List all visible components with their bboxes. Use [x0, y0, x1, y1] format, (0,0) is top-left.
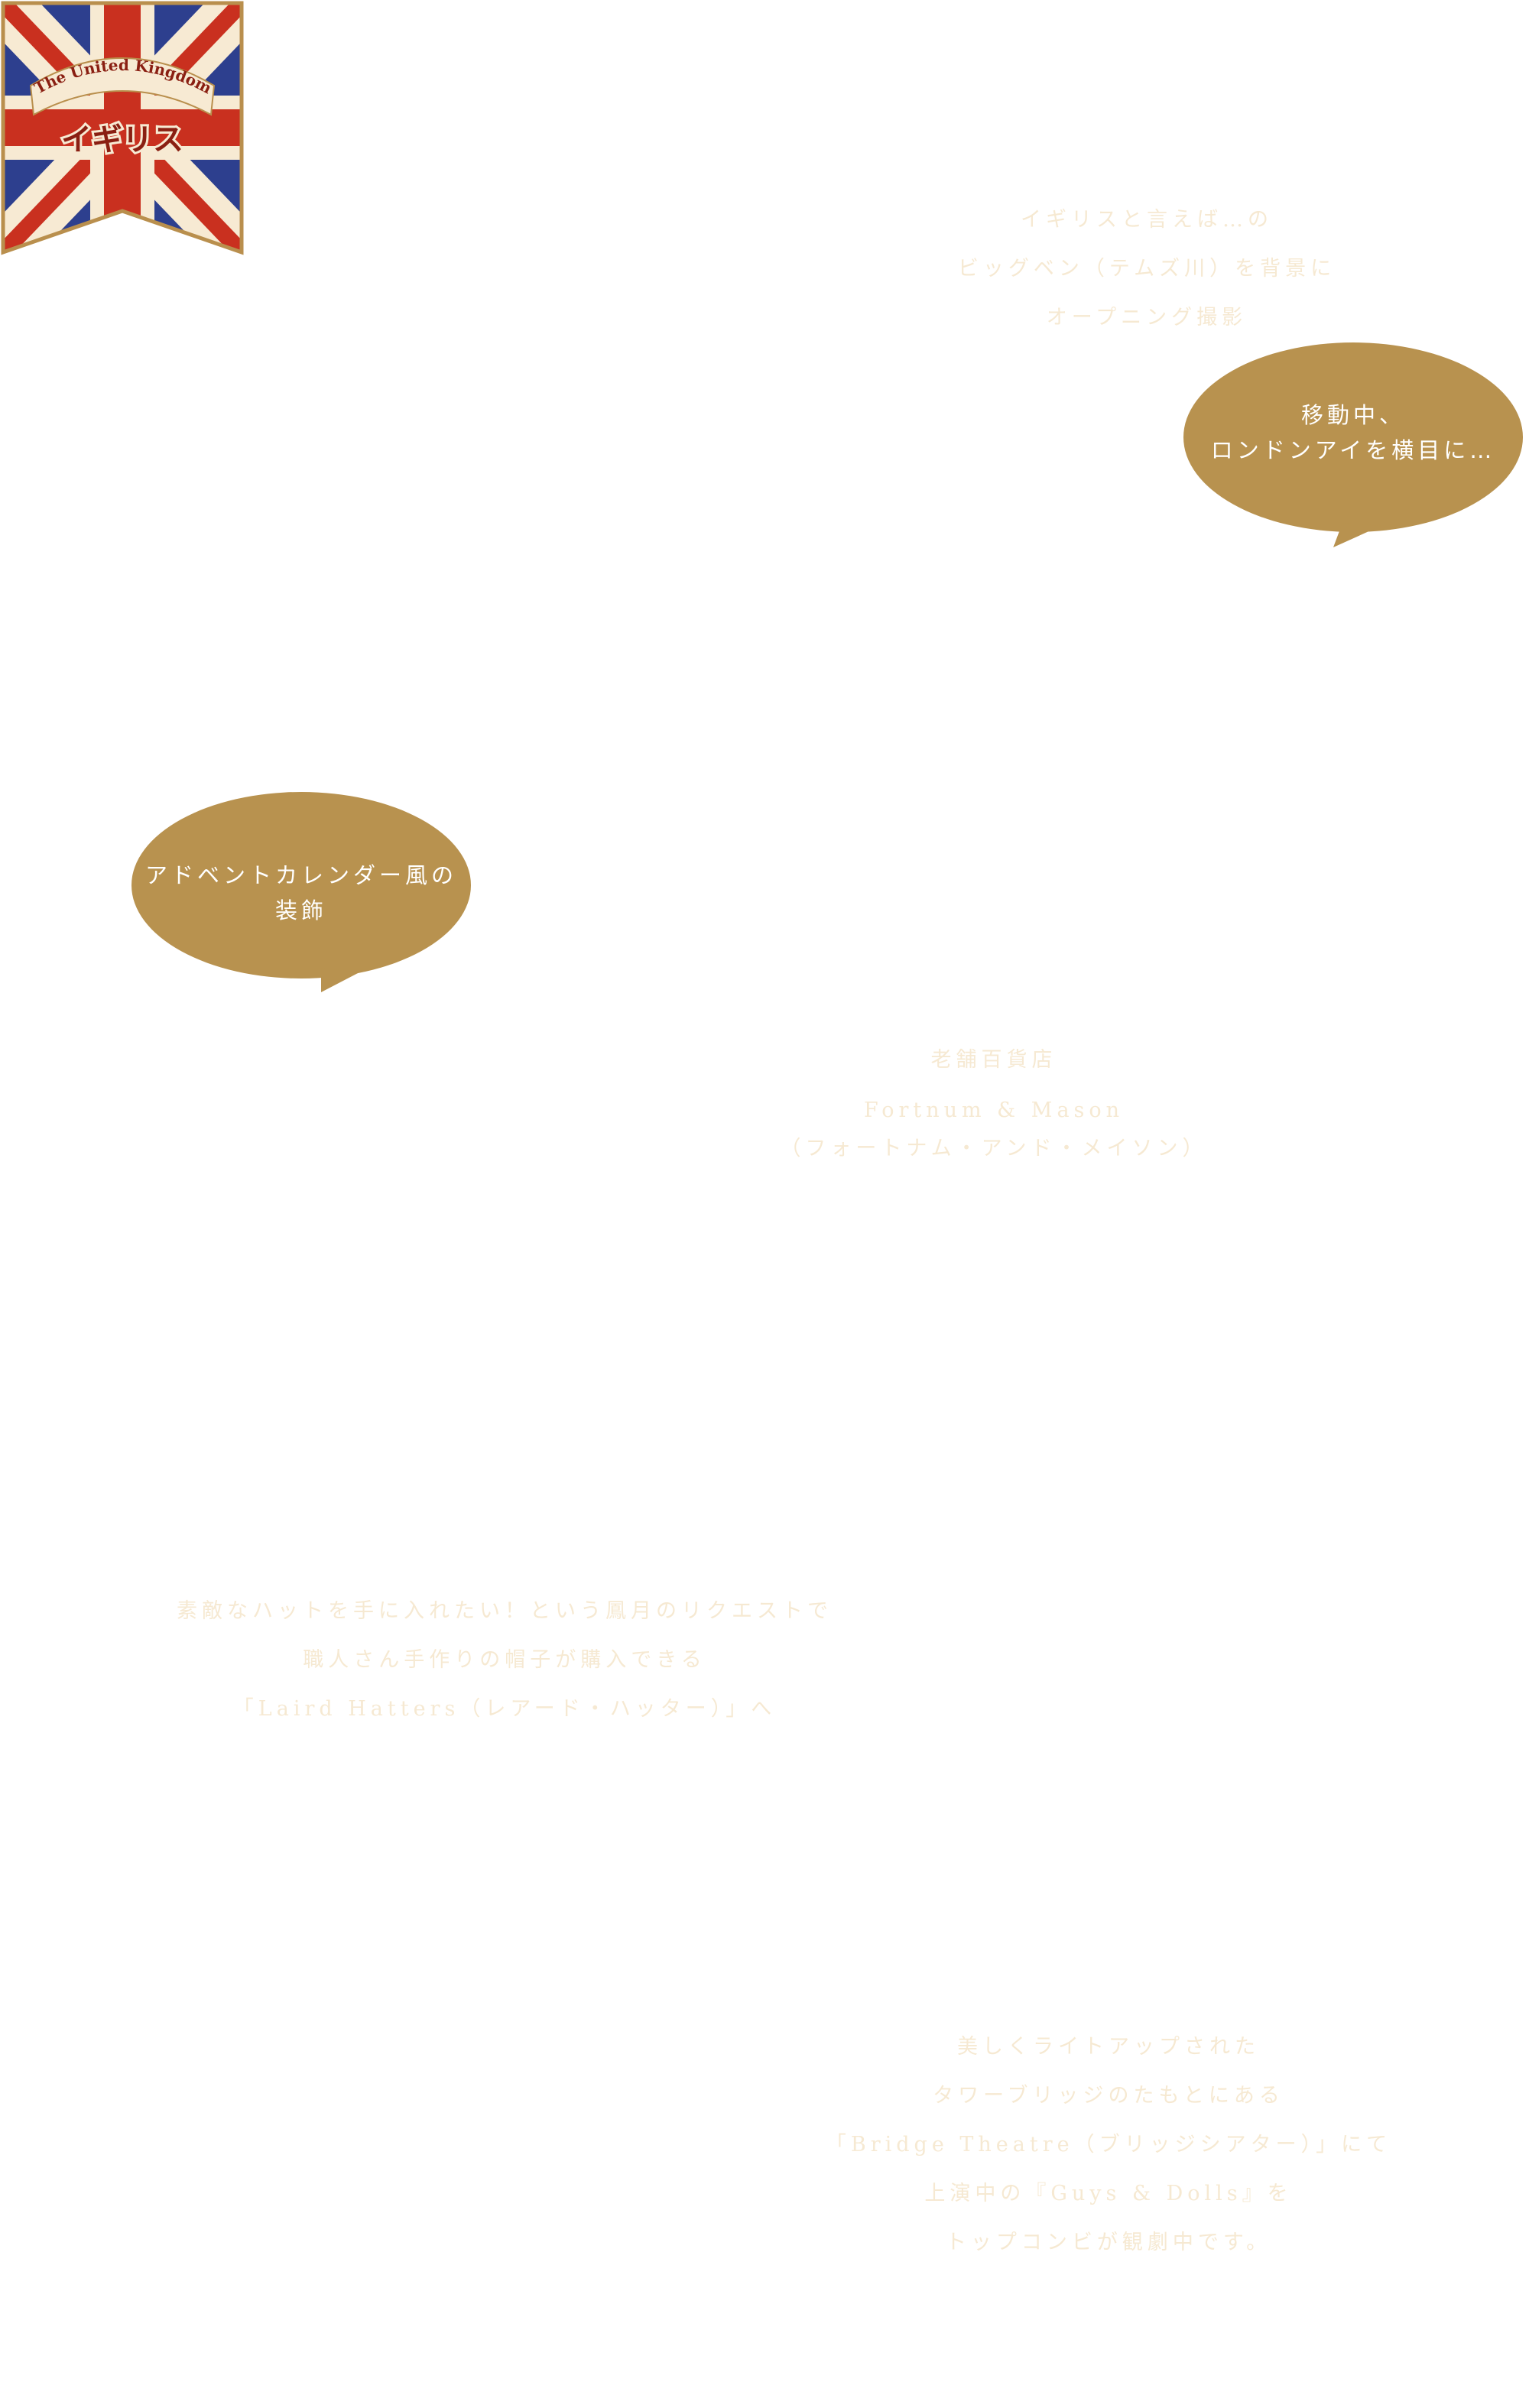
caption-line: Fortnum & Mason	[863, 1099, 1125, 1122]
speech-bubble-london-eye: 移動中、 ロンドンアイを横目に…	[1182, 342, 1524, 550]
caption-line: 美しくライトアップされた	[957, 2035, 1260, 2059]
caption-line: 素敵なハットを手に入れたい！という鳳月のリクエストで	[177, 1599, 833, 1623]
bubble-line: 移動中、	[1300, 402, 1405, 428]
caption-line: イギリスと言えば…の	[1021, 208, 1273, 232]
bubble-line: 装飾	[274, 897, 327, 923]
caption-line: ビッグベン（テムズ川）を背景に	[957, 257, 1336, 281]
union-jack-flag-icon: The United Kingdom イギリス	[1, 1, 244, 255]
union-jack-badge: The United Kingdom イギリス	[0, 0, 245, 255]
caption-fortnum: 老舗百貨店 Fortnum & Mason （フォートナム・アンド・メイソン）	[726, 1041, 1261, 1168]
caption-line: 「Laird Hatters（レアード・ハッター）」へ	[232, 1697, 777, 1721]
speech-bubble-advent: アドベントカレンダー風の 装飾	[130, 792, 472, 994]
speech-bubble-shape	[131, 792, 471, 992]
bubble-line: ロンドンアイを横目に…	[1210, 437, 1496, 463]
caption-hats: 素敵なハットを手に入れたい！という鳳月のリクエストで 職人さん手作りの帽子が購入…	[115, 1587, 894, 1734]
caption-line: オープニング撮影	[1046, 306, 1248, 329]
caption-line: 老舗百貨店	[930, 1048, 1057, 1072]
caption-line: 上演中の『Guys & Dolls』を	[924, 2182, 1293, 2205]
caption-line: 「Bridge Theatre（ブリッジシアター）」にて	[825, 2133, 1392, 2156]
badge-title-ja: イギリス	[61, 122, 183, 157]
caption-line: 職人さん手作りの帽子が購入できる	[303, 1648, 706, 1672]
bubble-line: アドベントカレンダー風の	[144, 862, 457, 888]
caption-line: （フォートナム・アンド・メイソン）	[780, 1137, 1208, 1160]
caption-line: タワーブリッジのたもとにある	[933, 2084, 1284, 2108]
caption-theatre: 美しくライトアップされた タワーブリッジのたもとにある 「Bridge Thea…	[795, 2023, 1422, 2267]
speech-bubble-shape	[1183, 342, 1523, 547]
caption-opening: イギリスと言えば…の ビッグベン（テムズ川）を背景に オープニング撮影	[879, 196, 1414, 342]
caption-line: トップコンビが観劇中です。	[945, 2231, 1272, 2254]
